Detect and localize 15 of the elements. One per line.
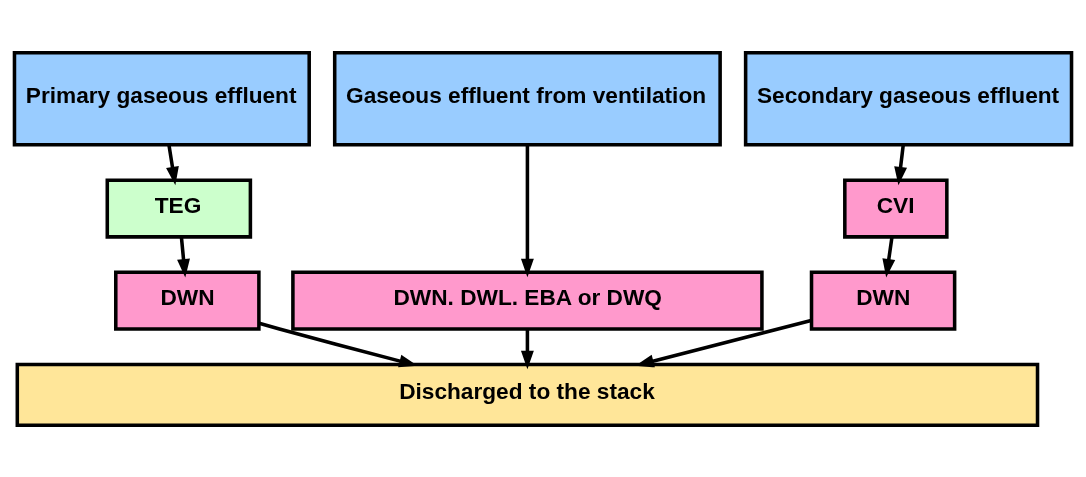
node-box: DWN <box>809 270 957 331</box>
arrow <box>177 236 190 277</box>
node-box: Discharged to the stack <box>15 362 1040 427</box>
arrow <box>520 328 534 369</box>
arrow <box>882 236 896 277</box>
arrow <box>166 144 179 185</box>
node-box: DWN <box>114 270 261 331</box>
node-box: TEG <box>105 177 253 239</box>
node-box: CVI <box>843 177 949 239</box>
arrow <box>520 144 534 277</box>
node-box: Gaseous effluent from ventilation <box>332 50 722 147</box>
node-box: DWN. DWL. EBA or DWQ <box>291 270 764 331</box>
arrow <box>894 144 908 185</box>
node-box: Primary gaseous effluent <box>12 50 311 147</box>
node-box: Secondary gaseous effluent <box>743 50 1074 147</box>
